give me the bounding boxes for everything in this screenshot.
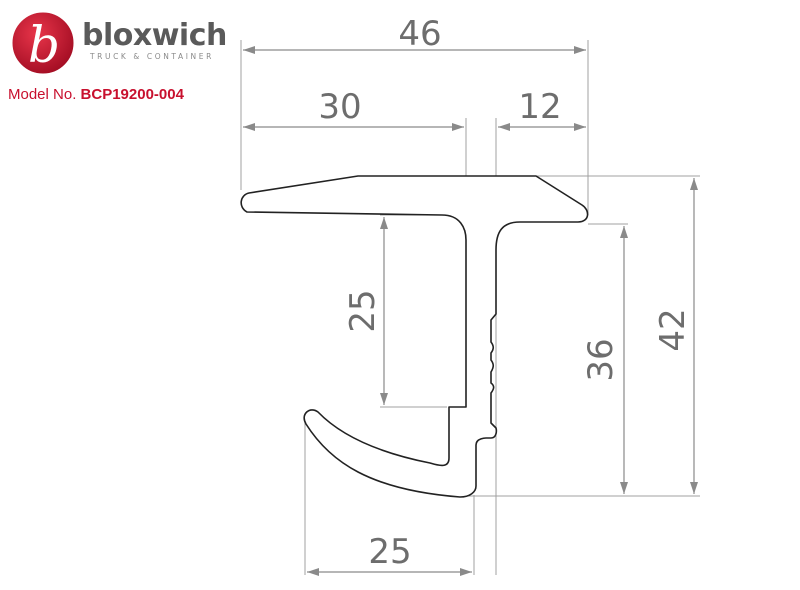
extension-lines (240, 40, 700, 575)
dim-label-12: 12 (518, 87, 561, 127)
dim-label-36: 36 (581, 338, 621, 381)
model-value: BCP19200-004 (80, 86, 184, 103)
dim-label-25-bottom: 25 (368, 532, 411, 572)
dim-label-46: 46 (398, 14, 441, 54)
brand-name: bloxwich (82, 18, 227, 53)
bloxwich-logo-icon: b (11, 11, 75, 75)
dim-label-25-vertical: 25 (343, 289, 383, 332)
model-label: Model No. (8, 86, 77, 103)
brand-tagline: TRUCK & CONTAINER (90, 52, 214, 61)
dimension-lines (243, 46, 698, 576)
logo-letter: b (28, 16, 60, 74)
profile-outline (240, 175, 589, 498)
model-number: Model No. BCP19200-004 (8, 86, 184, 103)
dim-label-42: 42 (653, 308, 693, 351)
dim-label-30: 30 (318, 87, 361, 127)
